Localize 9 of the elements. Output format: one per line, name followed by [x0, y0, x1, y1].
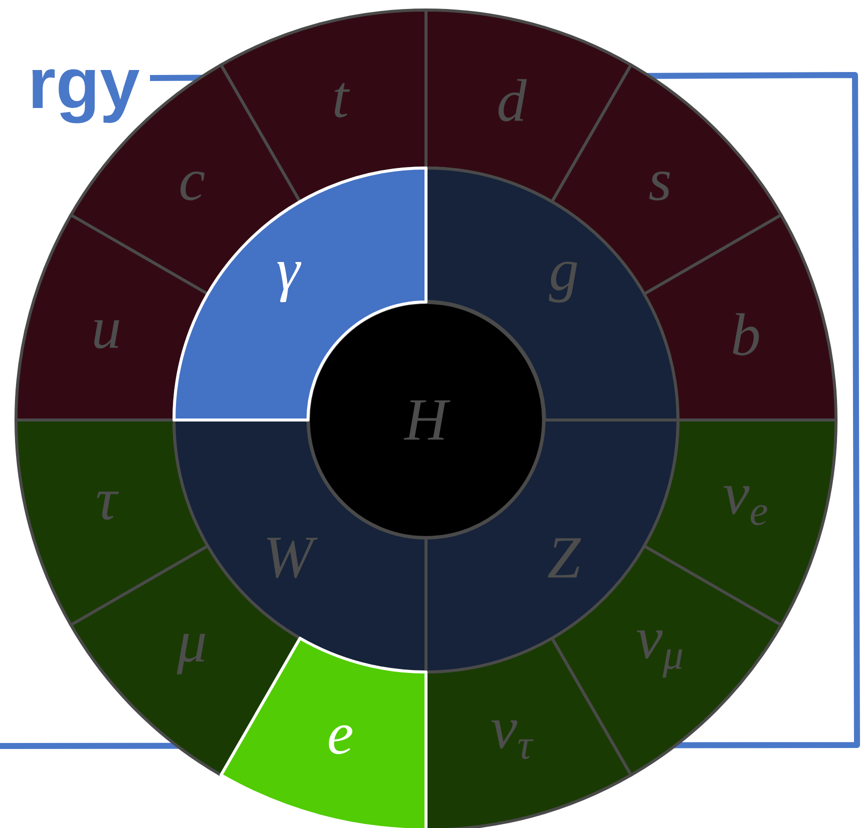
ring-segment: t [220, 8, 428, 204]
ring-segment: ν$_{τ}$ [424, 636, 632, 828]
ring-segment: ν$_{e}$ [642, 418, 838, 626]
ring-segment: e [220, 636, 428, 828]
ring-segment: τ [14, 418, 210, 626]
ring-segment: b [642, 214, 838, 422]
node-label: ν$_{τ}$ [491, 720, 534, 760]
ring-segment: u [14, 214, 210, 422]
ring-segment: d [424, 8, 632, 204]
